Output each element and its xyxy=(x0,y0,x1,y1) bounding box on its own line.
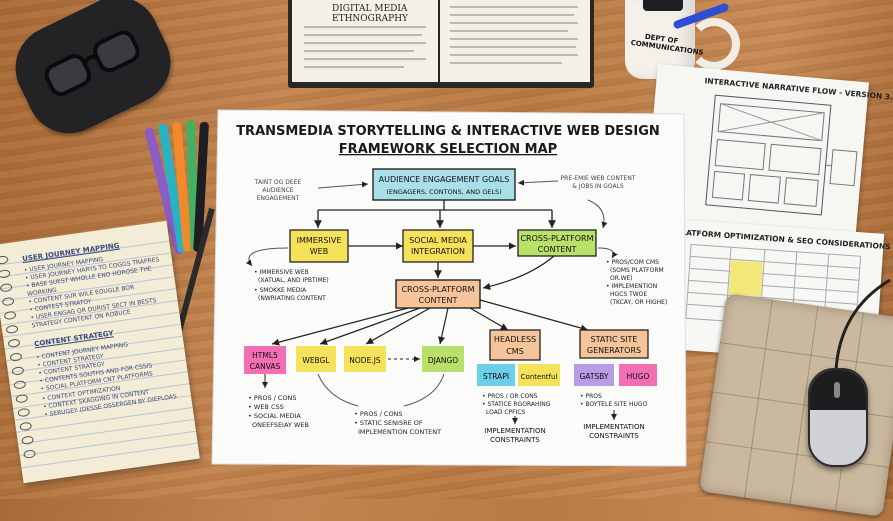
crossplatform-note: HGCS TWOE xyxy=(610,291,647,298)
headless-note: LOAD CPFICS xyxy=(486,409,526,416)
node-audience-goals xyxy=(372,168,516,201)
crossplatform-note: (TKCAY, OR HIGHE) xyxy=(610,299,667,306)
crossplatform-note: • IMPLEMENTION xyxy=(606,283,657,290)
tech-note-left: ONEEFSEIAY WEB xyxy=(252,421,309,429)
narrative-flow-sheet: INTERACTIVE NARRATIVE FLOW - VERSION 3.1 xyxy=(642,64,893,252)
node-immersive-web xyxy=(289,229,349,263)
node-headless-cms-label: CMS xyxy=(506,347,524,356)
right-note: PRE-EMIE WEB CONTENT xyxy=(561,175,636,182)
node-audience-goals-title: AUDIENCE ENGAGEMENT GOALS xyxy=(379,175,510,184)
spiral-notebook: USER JOURNEY MAPPING • USER JOURNEY MAPP… xyxy=(0,220,200,484)
open-book: DIGITAL MEDIA ETHNOGRAPHY xyxy=(288,0,594,88)
headless-note: • STATICE RGORAHING xyxy=(482,401,551,408)
tech-note-left: • WEB CSS xyxy=(248,403,284,411)
node-cross-platform-center-label: CROSS-PLATFORM xyxy=(401,285,474,294)
glasses-icon xyxy=(33,14,158,116)
node-immersive-web-label: WEB xyxy=(310,247,328,256)
sticky-contentful xyxy=(518,364,560,386)
node-static-site-generators xyxy=(579,329,649,359)
sticky-nodejs-label: NODE.JS xyxy=(349,356,381,365)
scroll-wheel-icon xyxy=(834,382,840,398)
node-cross-platform-center-label: CONTENT xyxy=(419,296,458,305)
sticky-webgl xyxy=(296,346,336,372)
map-subtitle: FRAMEWORK SELECTION MAP xyxy=(339,142,557,157)
computer-mouse xyxy=(808,368,868,467)
static-note: • BOYTELE SITE HUGO xyxy=(580,401,648,408)
node-static-site-label: STATIC SITE xyxy=(591,335,638,344)
sticky-hugo xyxy=(619,364,657,386)
sticky-html5-label: CANVAS xyxy=(250,362,281,371)
sticky-gatsby-label: GATSBY xyxy=(579,372,608,381)
sticky-hugo-label: HUGO xyxy=(627,372,650,381)
mouse-pad-grid xyxy=(705,299,893,511)
framework-map-poster: TRANSMEDIA STORYTELLING & INTERACTIVE WE… xyxy=(211,109,687,467)
headless-note: • PROS / OR CONS xyxy=(482,393,538,400)
book-left-page: DIGITAL MEDIA ETHNOGRAPHY xyxy=(292,0,438,82)
node-social-media xyxy=(402,229,474,263)
immersive-note: • IMMERSIVE WEB xyxy=(254,269,309,276)
sticky-nodejs xyxy=(344,346,386,372)
headless-footer: IMPLEMENTATION xyxy=(484,427,545,435)
pens-in-mug xyxy=(643,0,683,11)
node-static-site-label: GENERATORS xyxy=(587,346,641,355)
node-cross-platform-top-label: CONTENT xyxy=(538,245,577,254)
left-note: AUDIENCE xyxy=(262,187,293,194)
node-social-media-label: SOCIAL MEDIA xyxy=(409,236,467,245)
tech-note-mid: IMPLEMENTION CONTENT xyxy=(358,428,441,436)
sticky-html5-canvas xyxy=(244,346,286,374)
sticky-django-label: DJANGO xyxy=(428,356,458,365)
sticky-strapi xyxy=(477,364,515,386)
sticky-webgl-label: WEBGL xyxy=(302,356,330,365)
immersive-note: (NWRIATING CONTENT xyxy=(258,295,326,302)
node-audience-goals-subtitle: (ENGAGERS, CONTONS, AND GELS) xyxy=(386,188,501,196)
immersive-note: • SMOKKE MEDIA xyxy=(254,287,307,294)
left-note: ENGAGEMENT xyxy=(257,195,300,202)
tech-note-mid: • STATIC SENISRE OF xyxy=(354,419,423,427)
mouse-pad xyxy=(698,293,893,517)
sticky-strapi-label: STRAPI xyxy=(483,372,509,381)
tech-note-mid: • PROS / CONS xyxy=(354,410,403,418)
crossplatform-note: (SOMS PLATFORM xyxy=(610,267,664,274)
seo-considerations-sheet: PLATFORM OPTIMIZATION & SEO CONSIDERATIO… xyxy=(653,218,891,364)
sticky-html5-label: HTML5 xyxy=(252,351,278,360)
wireframe-sketch xyxy=(705,94,858,216)
book-title: DIGITAL MEDIA ETHNOGRAPHY xyxy=(332,4,408,24)
seo-table xyxy=(685,243,862,331)
crossplatform-note: • PROS/COM CMS xyxy=(606,259,659,266)
node-social-media-label: INTEGRATION xyxy=(411,247,465,256)
highlighted-cell xyxy=(728,260,763,297)
static-footer: IMPLEMENTATION xyxy=(583,423,644,431)
static-note: • PROS xyxy=(580,393,602,400)
immersive-note: (XATUAL, AND IPBTIME) xyxy=(258,277,329,284)
tech-note-left: • PROS / CONS xyxy=(248,394,297,402)
node-headless-cms xyxy=(489,329,541,361)
headless-footer: CONSTRAINTS xyxy=(490,436,540,444)
right-note: & JOBS IN GOALS xyxy=(572,183,624,190)
book-right-page xyxy=(440,0,590,82)
static-footer: CONSTRAINTS xyxy=(589,432,639,440)
mug-handle xyxy=(688,18,740,70)
left-note: TAINT OG DEEE xyxy=(254,179,302,186)
sticky-contentful-label: Contentful xyxy=(521,373,558,381)
node-cross-platform-center xyxy=(395,279,481,309)
sticky-django xyxy=(422,346,464,372)
map-title: TRANSMEDIA STORYTELLING & INTERACTIVE WE… xyxy=(236,124,660,139)
tech-note-left: • SOCIAL MEDIA xyxy=(248,412,301,420)
node-headless-cms-label: HEADLESS xyxy=(494,335,536,344)
crossplatform-note: OR.WE) xyxy=(610,275,633,282)
node-cross-platform-top-label: CROSS-PLATFORM xyxy=(520,234,593,243)
sticky-gatsby xyxy=(574,364,614,386)
node-cross-platform-top xyxy=(517,229,597,257)
node-immersive-web-label: IMMERSIVE xyxy=(297,236,342,245)
mug-label: DEPT OF COMMUNICATIONS xyxy=(630,32,704,57)
mouse-cable xyxy=(834,278,891,371)
glasses-case xyxy=(1,0,185,148)
